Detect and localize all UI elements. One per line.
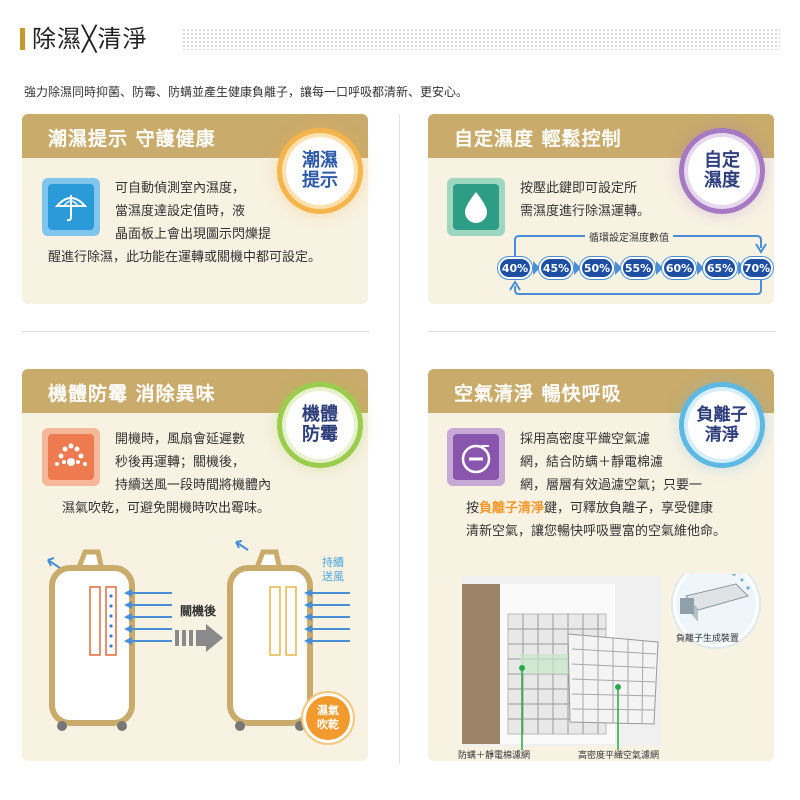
humidity-value-pill: 55% (621, 257, 655, 279)
section-title-bar: 除濕╳清淨 (20, 22, 780, 56)
feature-text-line: 當濕度達設定值時，液 (115, 204, 246, 219)
feature-text-line: 晶面板上會出現圖示閃爍提 (115, 227, 272, 242)
title-accent (20, 28, 25, 50)
water-drop-icon (447, 178, 505, 236)
divider-right (428, 331, 776, 332)
humidity-value-pill: 60% (662, 257, 696, 279)
ion-generator-label: 負離子生成裝置 (676, 634, 740, 644)
dehumidifier-illustration-running (47, 549, 135, 731)
dehumidifier-illustration-off (227, 540, 313, 731)
intro-text: 強力除濕同時抑菌、防霉、防螨並產生健康負離子，讓每一口呼吸都清新、更安心。 (24, 85, 469, 99)
badge-custom-humidity: 自定 濕度 (688, 137, 756, 205)
air-purifier-photo (462, 574, 761, 750)
airflow-arrows-right (304, 589, 350, 645)
text-suffix: 鍵，可釋放負離子，享受健康 (544, 501, 714, 516)
humidity-value-pill: 65% (703, 257, 737, 279)
feature-text-line: 按壓此鍵即可設定所 (520, 181, 638, 196)
highlight-ion-clean: 負離子清淨 (479, 501, 545, 516)
keep-fan-label: 持續 送風 (322, 556, 344, 583)
dry-badge: 濕氣 吹乾 (306, 696, 350, 740)
feature-text-line: 持續送風一段時間將機體內 (115, 478, 272, 493)
badge-mold-prevention: 機體 防霉 (286, 391, 354, 459)
feature-text-line: 需濕度進行除濕運轉。 (520, 204, 651, 219)
feature-text-line: 清新空氣，讓您暢快呼吸豐富的空氣維他命。 (466, 524, 727, 539)
feature-text-line: 網，結合防螨＋靜電棉濾 (520, 455, 664, 470)
after-off-label: 關機後 (180, 604, 217, 618)
pill-arrow (533, 261, 540, 275)
feature-text-line: 按負離子清淨鍵，可釋放負離子，享受健康 (466, 497, 713, 520)
feature-text-line: 網，層層有效過濾空氣；只要一 (520, 478, 703, 493)
pill-arrow (697, 261, 704, 275)
vertical-divider (399, 114, 400, 764)
title-dotted-line (182, 28, 780, 50)
pill-arrow (574, 261, 581, 275)
humidity-value-pill: 70% (741, 257, 773, 279)
card-title: 自定濕度 輕鬆控制 (454, 128, 622, 150)
feature-text-line: 秒後再運轉；關機後， (115, 455, 246, 470)
cycle-label: 循環設定濕度數值 (585, 229, 673, 244)
divider-left (22, 331, 369, 332)
right-arrow-icon (175, 624, 223, 652)
ionizer-icon (447, 428, 505, 486)
badge-air-purify: 負離子 清淨 (688, 391, 756, 459)
feature-text-line: 濕氣吹乾，可避免開機時吹出霉味。 (62, 501, 271, 516)
umbrella-icon (42, 178, 100, 236)
pill-arrow (615, 261, 622, 275)
feature-text-line: 醒進行除濕，此功能在運轉或關機中都可設定。 (48, 250, 322, 265)
badge-humidity-alert: 潮濕 提示 (286, 137, 354, 205)
filter1-label: 防螨＋靜電棉濾網 (458, 751, 531, 761)
humidity-value-pill: 40% (498, 257, 532, 279)
card-title: 潮濕提示 守護健康 (48, 128, 216, 150)
humidity-value-pill: 45% (539, 257, 573, 279)
pill-arrow (656, 261, 663, 275)
humidity-value-pill: 50% (580, 257, 614, 279)
fan-dots-icon (42, 428, 100, 486)
text-prefix: 按 (466, 501, 480, 516)
feature-text-line: 可自動偵測室內濕度， (115, 181, 246, 196)
feature-text-line: 開機時，風扇會延遲數 (115, 432, 246, 447)
card-title: 空氣清淨 暢快呼吸 (454, 383, 622, 405)
airflow-arrows-left (124, 589, 172, 645)
card-title: 機體防霉 消除異味 (48, 383, 216, 405)
page-title: 除濕╳清淨 (32, 25, 148, 53)
filter2-label: 高密度平織空氣濾網 (578, 751, 660, 761)
feature-text-line: 採用高密度平織空氣濾 (520, 432, 651, 447)
